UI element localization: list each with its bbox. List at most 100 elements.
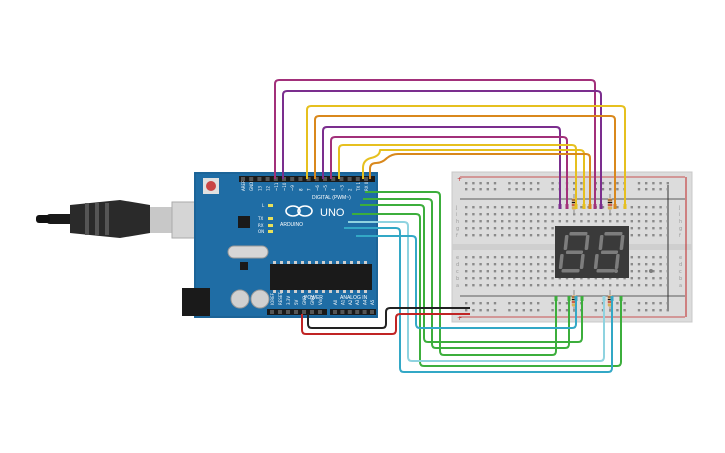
breadboard-hole [609,182,612,185]
wire-lightblue[interactable] [348,221,605,362]
analog-pin-hole[interactable] [333,310,337,314]
breadboard-hole [537,188,540,191]
breadboard-hole [501,256,504,259]
digital-pin-hole[interactable] [314,177,319,181]
wire-yellow[interactable] [306,105,626,206]
breadboard-hole [515,309,518,312]
breadboard-hole [479,206,482,209]
digital-pin-hole[interactable] [347,177,352,181]
wire-green[interactable] [360,204,583,343]
breadboard-hole [472,220,475,223]
breadboard-hole [652,220,655,223]
digital-pin-hole[interactable] [241,177,245,181]
resistor-band [607,304,613,306]
wire-yellow[interactable] [362,149,585,206]
wire-magenta[interactable] [330,136,568,206]
digital-pin-hole[interactable] [355,177,360,181]
segment [558,254,564,269]
breadboard-hole [537,256,540,259]
resistor-band [607,201,613,204]
analog-pin-label: A2 [348,299,353,305]
breadboard-hole [544,277,547,280]
breadboard-hole [659,263,662,266]
analog-pin-hole[interactable] [347,310,352,314]
capacitor [250,289,270,309]
decimal-point [614,269,618,273]
wire-power-5v[interactable] [301,313,470,335]
row-letter: j [678,205,680,211]
seven-segment-display-pair[interactable] [555,226,653,278]
wire-green[interactable] [363,198,570,349]
breadboard-hole [522,256,525,259]
power-pin-label: 5V [294,299,299,305]
breadboard-hole [659,188,662,191]
digital-pin-hole[interactable] [331,177,336,181]
breadboard-hole [551,227,554,230]
analog-pin-hole[interactable] [370,310,374,314]
power-pin-hole[interactable] [302,310,306,314]
digital-pin-label: 4 [331,188,336,191]
digital-pin-hole[interactable] [249,177,254,181]
wire-yellow[interactable] [338,144,577,206]
wire-green[interactable] [352,213,622,367]
breadboard-hole [472,206,475,209]
power-pin-hole[interactable] [310,310,314,314]
breadboard-hole [479,188,482,191]
digital-pin-hole[interactable] [298,177,303,181]
breadboard-hole [565,302,569,305]
wire-cyan[interactable] [356,235,577,329]
power-pin-hole[interactable] [294,310,298,314]
breadboard-hole [623,302,626,305]
breadboard-hole [637,220,641,223]
usb-cable[interactable] [36,200,199,239]
breadboard-hole [508,277,511,280]
breadboard-hole [522,234,525,237]
resistor-band [571,304,577,306]
wire-purple[interactable] [282,90,602,206]
segment [598,235,604,250]
breadboard-hole [486,309,489,312]
wire-orange[interactable] [314,115,616,206]
breadboard-hole [645,270,648,273]
analog-pin-hole[interactable] [355,310,360,314]
breadboard-hole [508,263,511,266]
arduino-board[interactable]: L TX RX ON UNO ARDUINO DIGITAL (PWM~) PO… [182,172,378,318]
capacitor [230,289,250,309]
wire-green[interactable] [365,191,557,356]
reset-button[interactable] [206,181,216,191]
digital-pin-hole[interactable] [364,177,368,181]
dc-power-jack[interactable] [182,288,210,316]
power-pin-hole[interactable] [286,310,290,314]
power-pin-hole[interactable] [278,310,282,314]
power-pin-hole[interactable] [318,310,322,314]
wire-magenta[interactable] [274,79,596,206]
analog-pin-hole[interactable] [340,310,345,314]
voltage-regulator [240,262,248,270]
breadboard-hole [580,182,583,185]
wire-orange[interactable] [369,153,591,206]
breadboard-hole [465,302,468,305]
analog-pin-hole[interactable] [362,310,367,314]
wire-purple[interactable] [322,126,561,206]
breadboard-hole [659,284,662,287]
power-pin-hole[interactable] [270,310,274,314]
breadboard-hole [645,213,648,216]
breadboard-hole [486,234,489,237]
usb-plug-grip [85,203,89,235]
chip-pin [280,290,283,293]
breadboard-hole [465,263,468,266]
wire-cyan[interactable] [344,227,613,373]
wire-ground[interactable] [307,307,470,329]
digital-pin-hole[interactable] [290,177,295,181]
breadboard-hole [486,284,489,287]
digital-pin-hole[interactable] [323,177,327,181]
wire-end-cap [574,296,578,301]
digital-pin-hole[interactable] [257,177,262,181]
digital-pin-hole[interactable] [265,177,270,181]
digital-pin-hole[interactable] [306,177,311,181]
breadboard-hole [493,302,497,305]
breadboard-hole [501,270,504,273]
digital-pin-hole[interactable] [339,177,344,181]
board-model-label: UNO [320,207,345,219]
segment [600,250,619,254]
